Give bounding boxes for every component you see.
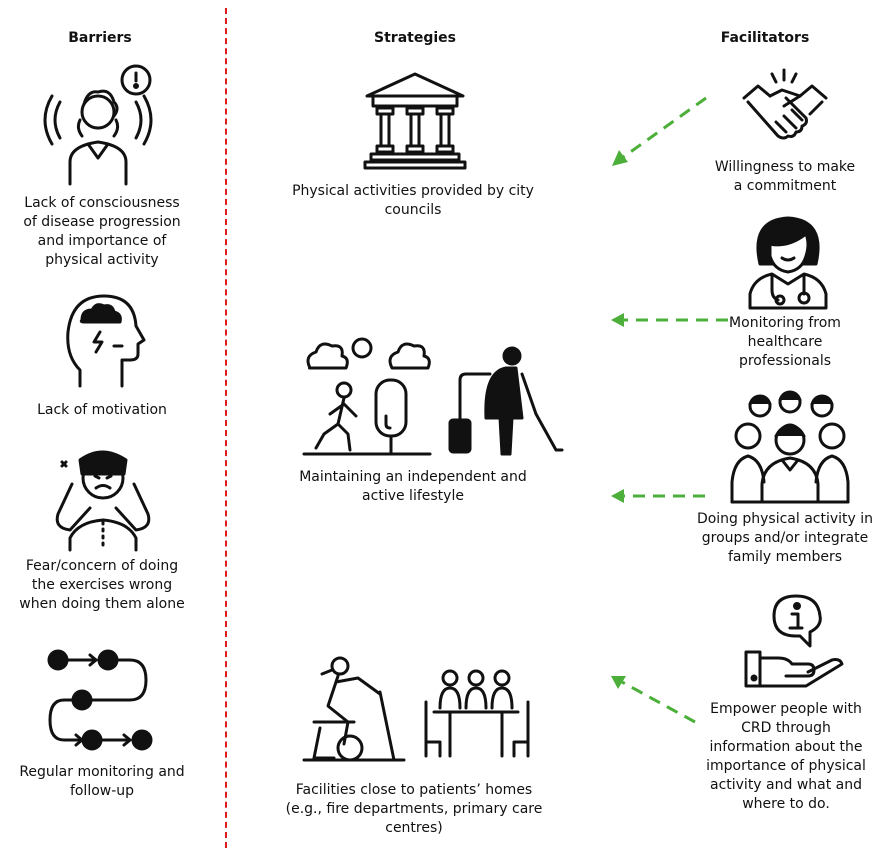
column-divider (225, 8, 227, 848)
handshake-icon (740, 68, 830, 150)
barrier-label-motivation: Lack of motivation (37, 402, 167, 418)
facilitators-header: Facilitators (720, 30, 810, 46)
exercise-facility-icon (300, 652, 540, 768)
arrowhead-commitment (612, 150, 628, 166)
city-hall-icon (363, 70, 467, 170)
strategy-label-facilities: Facilities close to patients’ homes(e.g.… (285, 782, 543, 836)
healthcare-professional-icon (746, 214, 830, 310)
process-flow-icon (46, 648, 156, 758)
active-lifestyle-icon (300, 330, 565, 458)
arrow-empower (621, 680, 696, 724)
group-people-icon (728, 390, 852, 504)
head-storm-cloud-icon (62, 290, 146, 390)
information-hand-icon (744, 592, 844, 692)
arrowhead-empower (611, 676, 626, 689)
arrowhead-healthcare-monitoring (611, 313, 624, 327)
barriers-header: Barriers (68, 30, 132, 46)
strategies-header: Strategies (374, 30, 456, 46)
stressed-person-icon (48, 440, 158, 552)
arrowhead-groups (611, 489, 624, 503)
worried-person-icon (40, 64, 160, 187)
arrow-commitment (621, 96, 707, 160)
